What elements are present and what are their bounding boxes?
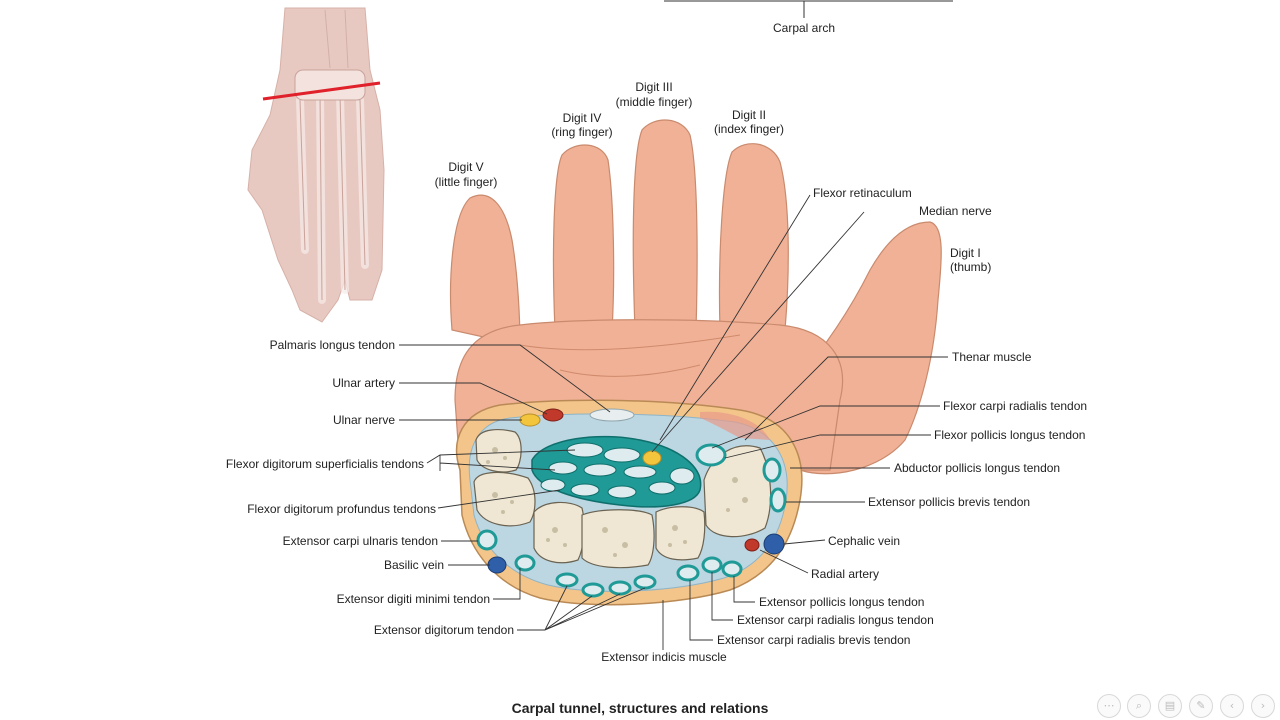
label-ulnar-nerve: Ulnar nerve: [332, 413, 395, 427]
label-fds-tendons: Flexor digitorum superficialis tendons: [225, 457, 424, 471]
next-icon[interactable]: ›: [1251, 694, 1275, 718]
label-edm-tendon: Extensor digiti minimi tendon: [336, 592, 490, 606]
label-digit-i-sub: (thumb): [950, 260, 992, 274]
label-digit-v-sub: (little finger): [434, 175, 498, 189]
label-digit-iii: Digit III: [635, 80, 673, 94]
label-palmaris-longus: Palmaris longus tendon: [269, 338, 395, 352]
label-median-nerve: Median nerve: [919, 204, 992, 218]
figure-caption: Carpal tunnel, structures and relations: [511, 700, 769, 716]
leader-lines: [399, 194, 948, 650]
label-digit-iv: Digit IV: [562, 111, 602, 125]
cut-plane-line: [262, 81, 381, 101]
label-thenar-muscle: Thenar muscle: [952, 350, 1032, 364]
label-apl-tendon: Abductor pollicis longus tendon: [894, 461, 1061, 475]
pen-icon[interactable]: ✎: [1189, 694, 1213, 718]
label-extensor-indicis: Extensor indicis muscle: [601, 650, 727, 664]
label-fdp-tendons: Flexor digitorum profundus tendons: [247, 502, 436, 516]
label-digit-v: Digit V: [448, 160, 484, 174]
wrist-inset-image: [247, 7, 385, 323]
label-epb-tendon: Extensor pollicis brevis tendon: [868, 495, 1031, 509]
label-ecrl-tendon: Extensor carpi radialis longus tendon: [737, 613, 934, 627]
zoom-icon[interactable]: ⌕: [1127, 694, 1151, 718]
label-digit-ii: Digit II: [731, 108, 766, 122]
label-basilic-vein: Basilic vein: [383, 558, 444, 572]
label-carpal-arch: Carpal arch: [772, 21, 836, 35]
label-digit-iv-sub: (ring finger): [551, 125, 613, 139]
pages-icon[interactable]: ▤: [1158, 694, 1182, 718]
label-digit-ii-sub: (index finger): [713, 122, 785, 136]
label-ecrb-tendon: Extensor carpi radialis brevis tendon: [717, 633, 911, 647]
label-digit-iii-sub: (middle finger): [615, 95, 693, 109]
more-icon[interactable]: ⋯: [1097, 694, 1121, 718]
label-epl-tendon: Extensor pollicis longus tendon: [759, 595, 925, 609]
label-digit-i: Digit I: [950, 246, 981, 260]
label-radial-artery: Radial artery: [811, 567, 880, 581]
label-fcr-tendon: Flexor carpi radialis tendon: [943, 399, 1088, 413]
label-flexor-retinaculum: Flexor retinaculum: [813, 186, 912, 200]
prev-icon[interactable]: ‹: [1220, 694, 1244, 718]
label-ecu-tendon: Extensor carpi ulnaris tendon: [282, 534, 438, 548]
hand-illustration: [449, 119, 942, 606]
label-ed-tendon: Extensor digitorum tendon: [373, 623, 514, 637]
label-cephalic-vein: Cephalic vein: [828, 534, 901, 548]
label-ulnar-artery: Ulnar artery: [332, 376, 395, 390]
label-fpl-tendon: Flexor pollicis longus tendon: [934, 428, 1086, 442]
